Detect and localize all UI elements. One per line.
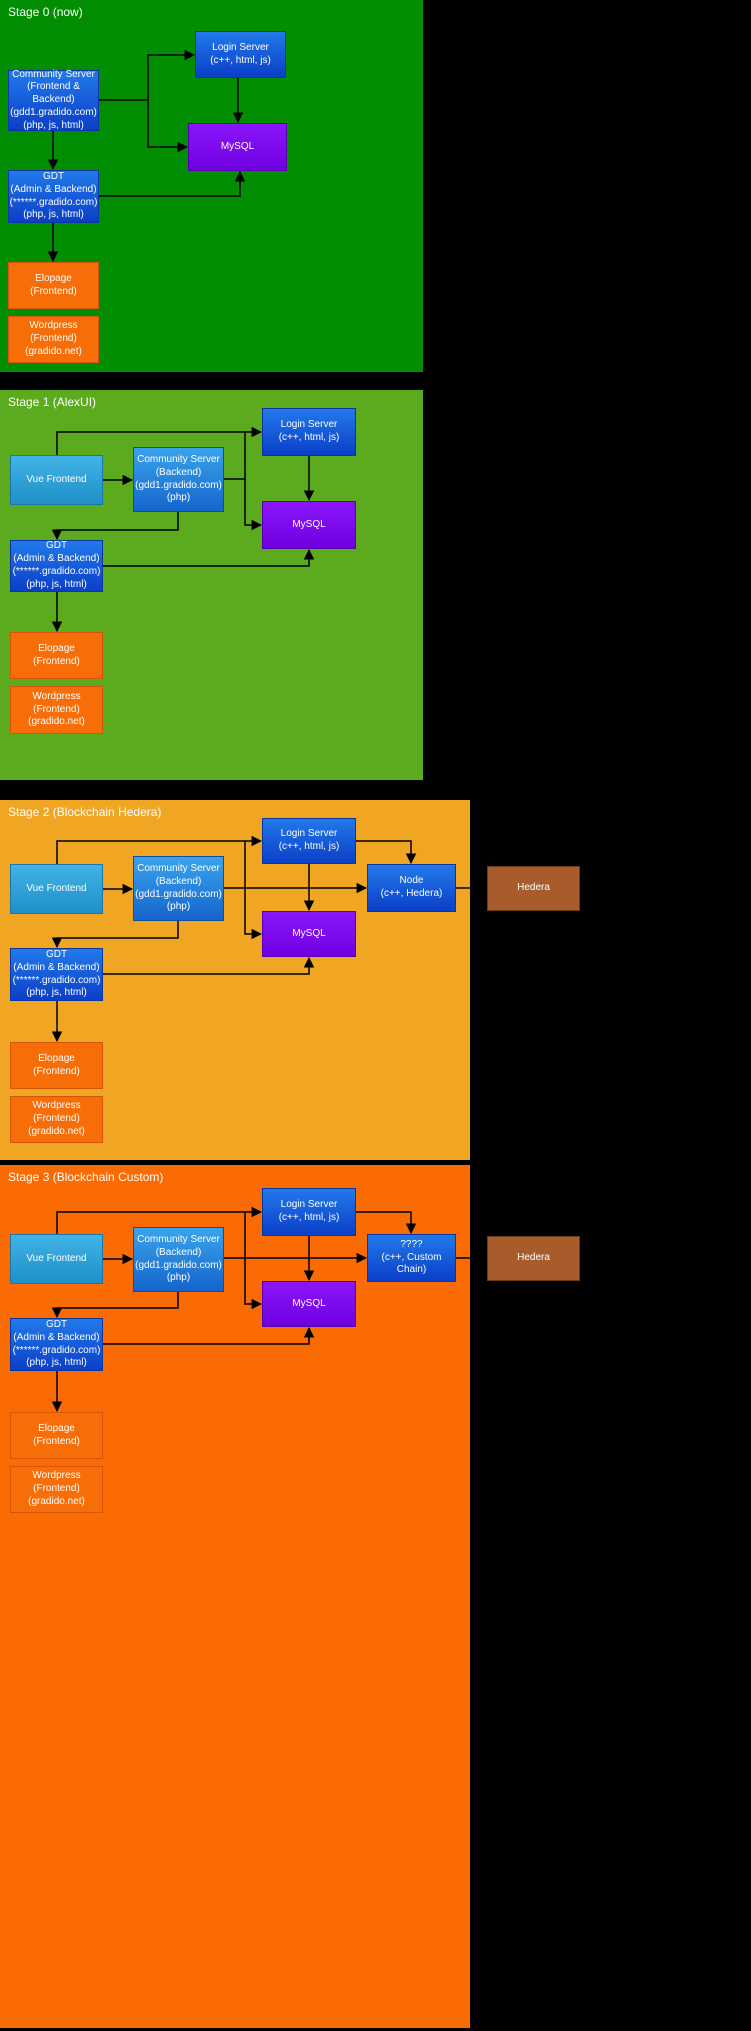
node-gdt-stage2: GDT (Admin & Backend) (******.gradido.co…: [10, 948, 103, 1001]
node-community-server-stage3: Community Server (Backend) (gdd1.gradido…: [133, 1227, 224, 1292]
node-wordpress-stage3: Wordpress (Frontend) (gradido.net): [10, 1466, 103, 1513]
node-login-server-stage0: Login Server (c++, html, js): [195, 31, 286, 78]
node-elopage-stage2: Elopage (Frontend): [10, 1042, 103, 1089]
stage-0-title: Stage 0 (now): [8, 5, 83, 19]
node-community-server-stage0: Community Server (Frontend & Backend) (g…: [8, 69, 99, 131]
node-hedera-node-stage2: Node (c++, Hedera): [367, 864, 456, 912]
node-wordpress-stage2: Wordpress (Frontend) (gradido.net): [10, 1096, 103, 1143]
node-elopage-stage0: Elopage (Frontend): [8, 262, 99, 309]
node-vue-frontend-stage1: Vue Frontend: [10, 455, 103, 505]
node-gdt-stage3: GDT (Admin & Backend) (******.gradido.co…: [10, 1318, 103, 1371]
node-gdt-stage0: GDT (Admin & Backend) (******.gradido.co…: [8, 170, 99, 223]
node-mysql-stage2: MySQL: [262, 911, 356, 957]
stage-3-panel: Stage 3 (Blockchain Custom): [0, 1165, 470, 2028]
node-hedera-stage3: Hedera: [487, 1236, 580, 1281]
stage-3-title: Stage 3 (Blockchain Custom): [8, 1170, 164, 1184]
node-login-server-stage2: Login Server (c++, html, js): [262, 818, 356, 864]
node-mysql-stage3: MySQL: [262, 1281, 356, 1327]
stage-2-title: Stage 2 (Blockchain Hedera): [8, 805, 162, 819]
node-login-server-stage3: Login Server (c++, html, js): [262, 1188, 356, 1236]
node-community-server-stage1: Community Server (Backend) (gdd1.gradido…: [133, 447, 224, 512]
node-community-server-stage2: Community Server (Backend) (gdd1.gradido…: [133, 856, 224, 921]
node-login-server-stage1: Login Server (c++, html, js): [262, 408, 356, 456]
node-gdt-stage1: GDT (Admin & Backend) (******.gradido.co…: [10, 540, 103, 592]
node-vue-frontend-stage3: Vue Frontend: [10, 1234, 103, 1284]
node-mysql-stage0: MySQL: [188, 123, 287, 171]
node-vue-frontend-stage2: Vue Frontend: [10, 864, 103, 914]
node-elopage-stage1: Elopage (Frontend): [10, 632, 103, 679]
stage-1-title: Stage 1 (AlexUI): [8, 395, 97, 409]
node-elopage-stage3: Elopage (Frontend): [10, 1412, 103, 1459]
node-wordpress-stage0: Wordpress (Frontend) (gradido.net): [8, 316, 99, 363]
node-mysql-stage1: MySQL: [262, 501, 356, 549]
node-custom-chain-stage3: ???? (c++, Custom Chain): [367, 1234, 456, 1282]
node-wordpress-stage1: Wordpress (Frontend) (gradido.net): [10, 686, 103, 734]
node-hedera-stage2: Hedera: [487, 866, 580, 911]
